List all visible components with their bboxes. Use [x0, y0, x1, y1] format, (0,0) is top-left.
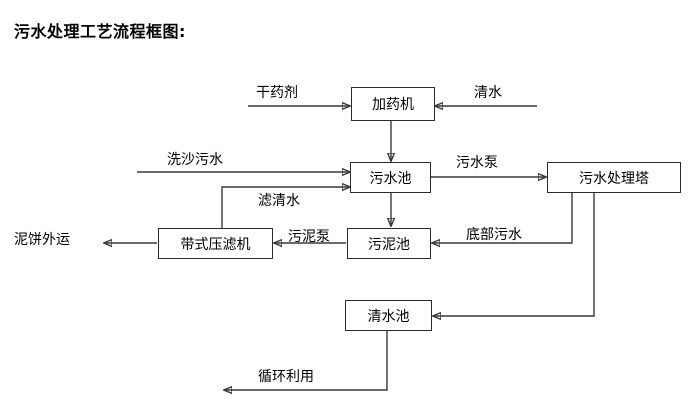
- node-clear-water-pool-label: 清水池: [367, 308, 410, 325]
- label-sludge-pump: 污泥泵: [288, 229, 330, 245]
- label-dry-chemical: 干药剂: [256, 85, 298, 101]
- label-recycle: 循环利用: [258, 369, 314, 385]
- label-sewage-pump: 污水泵: [456, 155, 498, 171]
- edge-filtered-water-to-sewage-pool: [221, 187, 350, 228]
- node-sewage-pool-label: 污水池: [369, 170, 412, 187]
- edge-bottom-sewage-to-sludge-pool: [432, 193, 573, 243]
- label-clean-water: 清水: [474, 85, 502, 101]
- node-sludge-pool[interactable]: 污泥池: [347, 228, 431, 259]
- label-filtered-water: 滤清水: [258, 193, 300, 209]
- node-clear-water-pool[interactable]: 清水池: [345, 300, 432, 331]
- label-bottom-sewage: 底部污水: [466, 227, 522, 243]
- edge-tower-to-clear-water-pool: [433, 193, 595, 316]
- node-sludge-pool-label: 污泥池: [368, 236, 410, 253]
- node-dosing-machine-label: 加药机: [372, 97, 414, 113]
- label-sand-wash-sewage: 洗沙污水: [167, 152, 223, 168]
- page-title: 污水处理工艺流程框图:: [14, 22, 186, 41]
- node-dosing-machine[interactable]: 加药机: [351, 87, 435, 121]
- label-mud-cake-out: 泥饼外运: [14, 232, 70, 248]
- edge-clear-water-recycle: [224, 331, 388, 390]
- node-belt-filter-press-label: 带式压滤机: [180, 236, 251, 253]
- node-sewage-pool[interactable]: 污水池: [350, 162, 431, 193]
- node-treatment-tower[interactable]: 污水处理塔: [547, 162, 681, 193]
- node-belt-filter-press[interactable]: 带式压滤机: [158, 228, 273, 259]
- node-treatment-tower-label: 污水处理塔: [579, 170, 649, 187]
